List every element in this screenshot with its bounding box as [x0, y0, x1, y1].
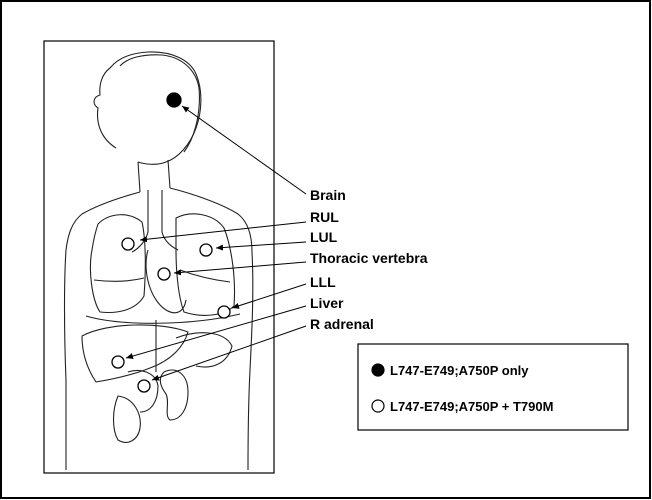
- brain-arrow: [182, 106, 306, 194]
- lul-lesion-marker: [200, 244, 212, 256]
- label-lul: LUL: [310, 229, 338, 245]
- vertebra-lesion-marker: [158, 268, 170, 280]
- vertebra-arrow: [174, 262, 306, 273]
- liver-arrow: [126, 306, 306, 358]
- label-brain: Brain: [310, 187, 346, 203]
- body-outline: [65, 52, 253, 470]
- legend-open-marker: [372, 400, 384, 412]
- legend: L747-E749;A750P only L747-E749;A750P + T…: [358, 344, 628, 430]
- label-liver: Liver: [310, 295, 344, 311]
- lll-lesion-marker: [218, 306, 230, 318]
- label-rul: RUL: [310, 209, 339, 225]
- label-thoracic-vertebra: Thoracic vertebra: [310, 250, 428, 266]
- lll-arrow: [232, 284, 306, 308]
- liver-lesion-marker: [112, 356, 124, 368]
- label-r-adrenal: R adrenal: [310, 316, 374, 332]
- leader-arrows: [126, 106, 306, 380]
- legend-box: [358, 344, 628, 430]
- adrenal-lesion-marker: [138, 380, 150, 392]
- label-lll: LLL: [310, 274, 336, 290]
- body-panel: [44, 41, 274, 473]
- rul-lesion-marker: [122, 238, 134, 250]
- legend-open-label: L747-E749;A750P + T790M: [390, 399, 553, 414]
- rul-arrow: [140, 222, 306, 240]
- legend-filled-label: L747-E749;A750P only: [390, 363, 529, 378]
- legend-filled-marker: [372, 364, 384, 376]
- brain-lesion-marker: [167, 93, 181, 107]
